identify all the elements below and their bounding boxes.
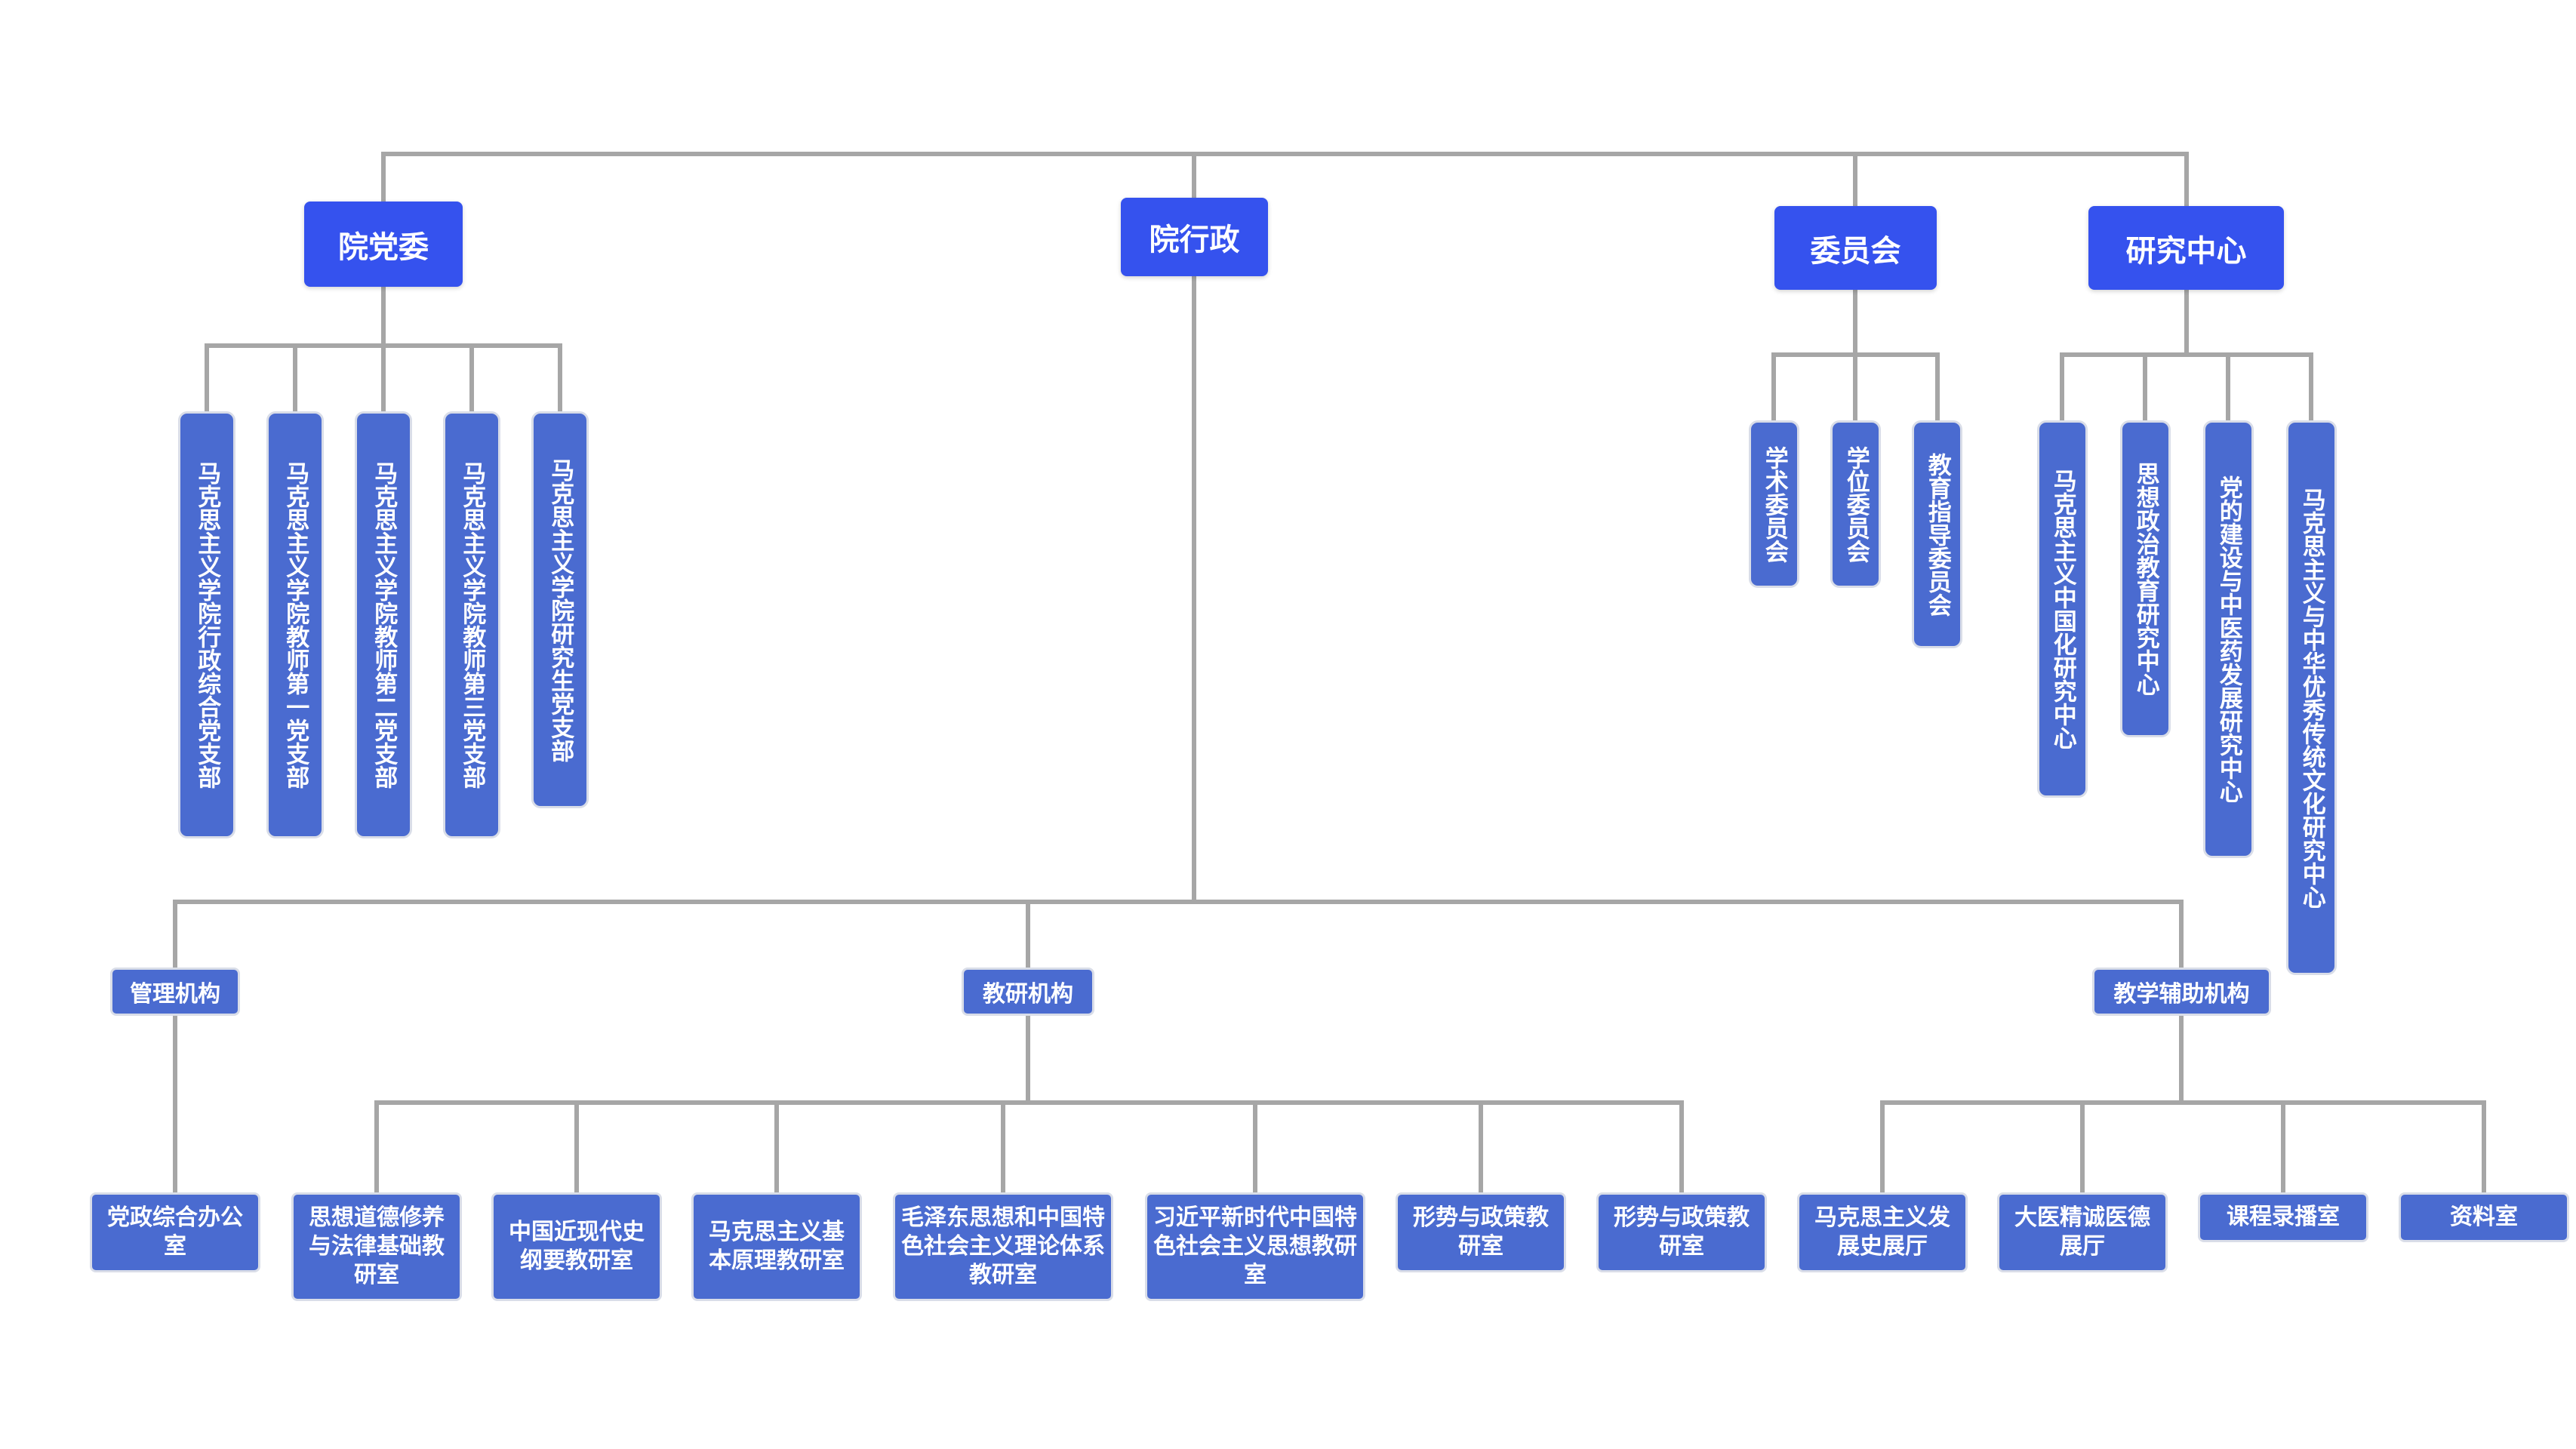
teaching-research-node: 教研机构 [962, 968, 1094, 1016]
committee-degree: 学位委员会 [1830, 420, 1881, 588]
party-branch-teacher-3: 马克思主义学院教师第三党支部 [443, 411, 500, 838]
aux-marxism-history-hall: 马克思主义发展史展厅 [1797, 1192, 1968, 1272]
teaching-unit-modern-history: 中国近现代史纲要教研室 [491, 1192, 662, 1301]
teaching-unit-morality-law: 思想道德修养与法律基础教研室 [291, 1192, 462, 1301]
aux-reference-room: 资料室 [2399, 1192, 2569, 1242]
committee-academic: 学术委员会 [1749, 420, 1799, 588]
teaching-unit-mao-theory: 毛泽东思想和中国特色社会主义理论体系教研室 [893, 1192, 1113, 1301]
teaching-aux-node: 教学辅助机构 [2092, 968, 2271, 1016]
teaching-unit-marxism-principles: 马克思主义基本原理教研室 [691, 1192, 862, 1301]
research-center-node: 研究中心 [2088, 206, 2284, 290]
administration-node: 院行政 [1121, 198, 1268, 276]
party-branch-teacher-1: 马克思主义学院教师第一党支部 [266, 411, 324, 838]
research-party-building-tcm: 党的建设与中医药发展研究中心 [2203, 420, 2254, 858]
research-traditional-culture: 马克思主义与中华优秀传统文化研究中心 [2286, 420, 2337, 975]
teaching-unit-situation-policy-2: 形势与政策教研室 [1596, 1192, 1767, 1272]
party-committee-node: 院党委 [304, 202, 463, 287]
aux-course-recording-room: 课程录播室 [2198, 1192, 2368, 1242]
teaching-unit-situation-policy-1: 形势与政策教研室 [1396, 1192, 1566, 1272]
research-sinicization: 马克思主义中国化研究中心 [2037, 420, 2088, 798]
research-ideological-education: 思想政治教育研究中心 [2120, 420, 2171, 737]
committee-education-guidance: 教育指导委员会 [1912, 420, 1962, 648]
party-branch-admin: 马克思主义学院行政综合党支部 [178, 411, 235, 838]
committee-node: 委员会 [1774, 206, 1937, 290]
party-branch-graduate: 马克思主义学院研究生党支部 [531, 411, 589, 808]
office-general: 党政综合办公室 [90, 1192, 260, 1272]
aux-medical-ethics-hall: 大医精诚医德展厅 [1997, 1192, 2168, 1272]
management-node: 管理机构 [110, 968, 240, 1016]
teaching-unit-xi-thought: 习近平新时代中国特色社会主义思想教研室 [1145, 1192, 1365, 1301]
party-branch-teacher-2: 马克思主义学院教师第二党支部 [355, 411, 412, 838]
